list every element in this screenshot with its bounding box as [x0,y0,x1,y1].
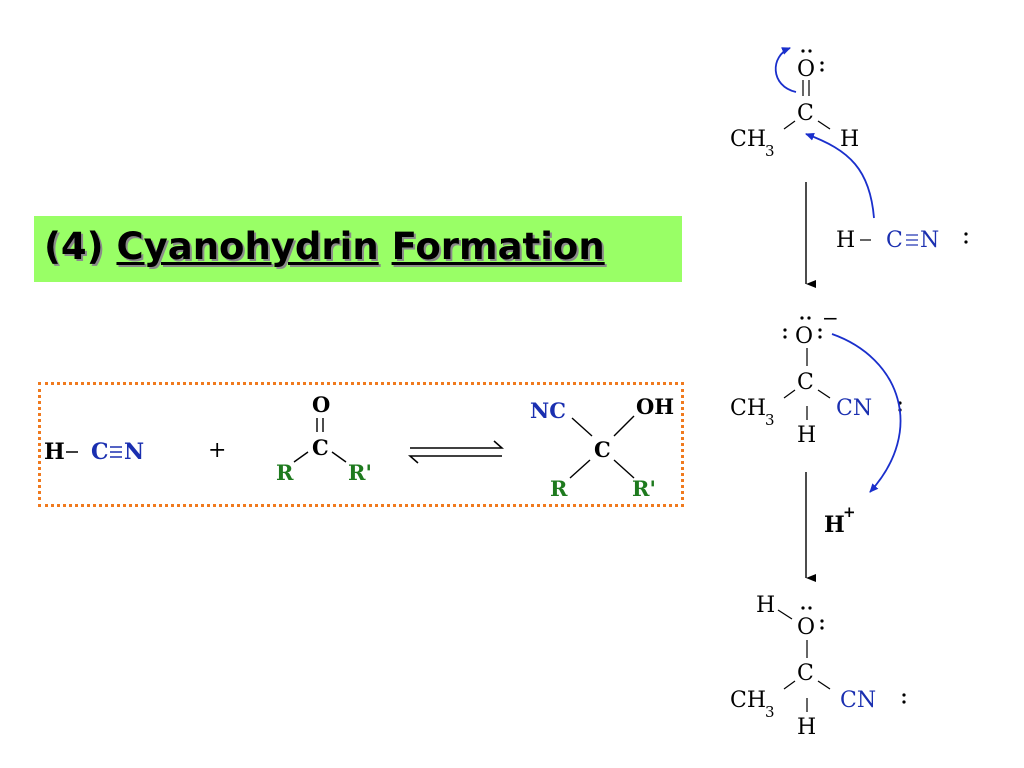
step3-ch: CH [730,688,766,713]
reverse-half-arrow [408,455,502,464]
carbonyl-r: R [276,460,294,485]
mechanism-alkoxide: O − C CH 3 CN H [730,306,902,448]
carbonyl-r-prime: R' [348,460,372,485]
lone-pair-dot [783,328,787,332]
forward-half-arrow [410,440,504,449]
step2-o: O [795,324,813,349]
step2-sub3: 3 [765,411,775,429]
lone-pair-dot [902,693,906,697]
product-bond-oh [613,415,635,437]
step1-o: O [797,57,815,82]
step2-h: H [797,423,816,448]
mechanism-acetaldehyde: O C CH 3 H [730,49,859,160]
lone-pair-dot [818,335,822,339]
hcn-n: N [124,439,144,465]
lone-pair-dot [808,606,812,610]
product-bond-r [569,459,591,479]
step1-bond-h [817,120,831,130]
step3-h: H [797,715,816,740]
product-nc: NC [530,398,566,423]
nuc-h: H [836,228,855,253]
lone-pair-dot [800,316,804,320]
step3-cn: CN [840,688,876,713]
lone-pair-dot [808,49,812,53]
step1-h: H [840,127,859,152]
product-r: R [550,476,568,501]
title-banner: (4) Cyanohydrin Formation [34,216,682,282]
lone-pair-dot [964,232,968,236]
slide-title: (4) Cyanohydrin Formation [44,225,605,268]
product-c: C [594,437,611,462]
product-bond-nc [571,417,593,437]
overall-reaction-box [38,382,684,507]
lone-pair-dot [902,700,906,704]
title-number: (4) [44,225,104,268]
carbonyl-c: C [312,435,329,460]
step3-bond-ch3 [783,680,796,690]
proton-plus: + [843,503,856,521]
lone-pair-dot [820,68,824,72]
lone-pair-dot [801,606,805,610]
hcn-triple-bond [110,446,122,458]
mechanism-nucleophile: H C N [836,228,968,253]
lone-pair-dot [964,240,968,244]
nuc-triple-bond [906,234,918,246]
step2-bond-ch3 [783,389,796,399]
step3-bond-cn [817,680,831,690]
product-r-prime: R' [632,476,656,501]
step2-bond-cn [817,389,831,399]
step3-sub3: 3 [765,703,775,721]
step1-c: C [797,101,814,126]
plus-sign: + [208,438,226,463]
lone-pair-dot [783,335,787,339]
cyanohydrin-product: NC OH C R R' [530,394,674,501]
step3-o: O [797,615,815,640]
arrow-protonation [831,333,902,493]
lone-pair-dot [820,61,824,65]
product-oh: OH [636,394,674,419]
arrow-electron-pi-to-oxygen [774,47,797,93]
mechanism-cyanohydrin: H O C CH 3 CN H [730,593,906,740]
step1-bond-ch3 [783,120,796,130]
hcn-c: C [91,439,109,465]
step3-h-top: H [756,593,775,618]
lone-pair-dot [807,316,811,320]
product-bond-r2 [613,459,635,479]
carbonyl-o: O [312,392,330,417]
lone-pair-dot [820,626,824,630]
hcn-reactant: H C N [44,439,144,465]
step2-ch: CH [730,396,766,421]
title-word-formation: Formation [391,225,605,268]
lone-pair-dot [818,328,822,332]
step3-c: C [797,661,814,686]
title-word-cyanohydrin: Cyanohydrin [116,225,379,268]
hcn-h: H [44,439,65,465]
step2-negative-charge: − [822,306,839,330]
step3-bond-oh [777,609,793,620]
equilibrium-arrows [408,440,504,464]
lone-pair-dot [801,49,805,53]
carbonyl-reactant: O C R R' [276,392,372,485]
nuc-c: C [886,228,903,253]
step2-c: C [797,370,814,395]
carbonyl-bond-r [293,451,309,463]
step1-sub3: 3 [765,142,775,160]
step1-ch: CH [730,127,766,152]
nuc-n: N [920,228,939,253]
proton-source: H + [824,503,856,538]
step2-cn: CN [836,396,872,421]
arrow-cyanide-attack [805,132,875,219]
lone-pair-dot [820,619,824,623]
carbonyl-bond-r2 [331,451,347,463]
proton-h: H [824,512,845,538]
